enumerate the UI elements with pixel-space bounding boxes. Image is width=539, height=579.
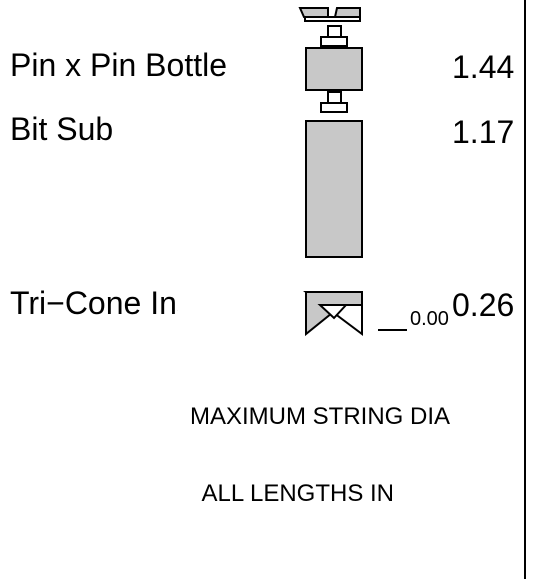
pin-bottle-label-clip: Pin x Pin Bottle [10,49,268,89]
pin-bottle-top-pin-icon [327,25,342,38]
bit-sub-top-pin-icon [327,91,342,104]
lengths-note-clip: ALL LENGTHS IN [150,482,394,514]
top-connection-neck-icon [304,16,361,22]
lengths-note: ALL LENGTHS IN [201,482,394,507]
bit-sub-length: 1.17 [452,116,515,150]
max-diameter-note: MAXIMUM STRING DIA [189,405,450,430]
tricone-label: Tri−Cone Insert [10,287,178,321]
bit-sub-length-clip: 1.17 [452,116,526,156]
tricone-depth: 0.00 [410,309,449,330]
tricone-depth-clip: 0.00 [410,309,464,335]
tricone-left-cone-icon [305,291,363,337]
bit-sub-label: Bit Sub [10,113,114,147]
tricone-length: 0.26 [452,289,515,323]
pin-bottle-length: 1.44 [452,51,515,85]
pin-bottle-length-clip: 1.44 [452,51,526,91]
pin-bottle-label: Pin x Pin Bottle [10,49,227,83]
pin-bottle-shoulder-icon [320,36,348,47]
max-diameter-note-clip: MAXIMUM STRING DIA [110,405,450,437]
bit-sub-shoulder-icon [320,102,348,113]
top-connection-right-icon [333,7,361,18]
tricone-length-clip: 0.26 [452,289,526,329]
top-connection-left-icon [298,7,329,18]
bit-sub-body-icon [305,120,363,258]
pin-bottle-body-icon [305,47,363,91]
tricone-center-gap-icon [317,304,349,320]
bit-sub-label-clip: Bit Sub [10,113,119,153]
tricone-label-clip: Tri−Cone Insert [10,287,178,327]
